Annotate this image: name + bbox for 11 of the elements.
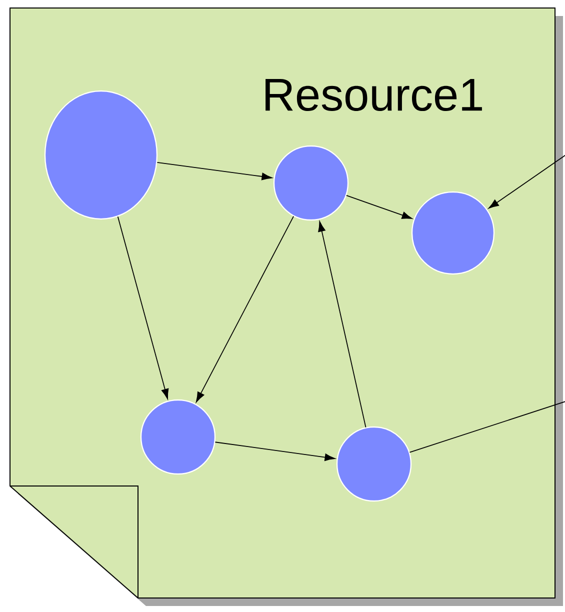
arrow [346, 195, 412, 219]
circle-node [336, 426, 412, 502]
circle-node [140, 399, 216, 475]
arrow [214, 442, 336, 461]
arrow [117, 216, 169, 400]
arrow [318, 221, 366, 428]
arrow [156, 162, 272, 180]
circle-node [273, 145, 349, 221]
arrow [196, 216, 294, 402]
circle-node [411, 191, 495, 275]
circle-node [44, 90, 158, 220]
